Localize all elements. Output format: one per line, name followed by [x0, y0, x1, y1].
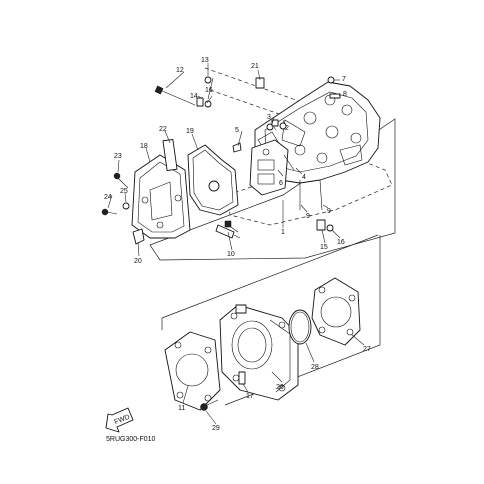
- label-9a: 9: [306, 213, 310, 220]
- label-25: 25: [120, 188, 128, 195]
- label-6: 6: [279, 180, 283, 187]
- cylinder-gasket-front: [164, 331, 221, 411]
- label-23: 23: [114, 153, 122, 160]
- head-cover: [131, 139, 191, 239]
- label-15: 15: [320, 244, 328, 251]
- label-27: 27: [363, 346, 371, 353]
- intake-manifold: [249, 139, 289, 196]
- label-4: 4: [302, 174, 306, 181]
- leader-lines: [107, 63, 365, 425]
- cylinder-gasket-rear: [311, 277, 361, 346]
- label-14: 14: [190, 93, 198, 100]
- label-11: 11: [178, 405, 185, 412]
- label-22: 22: [159, 126, 167, 133]
- label-29: 29: [212, 425, 220, 432]
- label-17: 17: [246, 393, 254, 400]
- label-2: 2: [285, 125, 289, 132]
- label-24: 24: [104, 194, 112, 201]
- fwd-arrow-icon: FWD: [105, 407, 134, 433]
- head-cover-gasket: [187, 144, 239, 216]
- label-3: 3: [267, 114, 271, 121]
- label-8: 8: [343, 91, 347, 98]
- label-12: 12: [176, 67, 184, 74]
- label-21: 21: [251, 63, 259, 70]
- diagram-caption: 5RUG300-F010: [106, 436, 156, 443]
- label-1: 1: [281, 229, 285, 236]
- label-18: 18: [140, 143, 148, 150]
- label-20: 20: [134, 258, 142, 265]
- o-ring: [288, 309, 312, 345]
- spark-plug: [215, 224, 241, 239]
- cylinder-block: [219, 304, 299, 401]
- label-10: 10: [227, 251, 235, 258]
- label-28: 28: [311, 364, 319, 371]
- part-labels: 1 2 3 4 5 6 7 8 9 9 10 11 12 13 14 15 16…: [104, 57, 371, 432]
- label-16a: 16: [205, 87, 213, 94]
- label-7: 7: [342, 76, 346, 83]
- label-13: 13: [201, 57, 209, 64]
- label-9b: 9: [327, 208, 331, 215]
- label-26: 26: [276, 384, 284, 391]
- cover-screws: [101, 172, 145, 245]
- head-fasteners: [154, 76, 341, 233]
- label-5: 5: [235, 127, 239, 134]
- label-19: 19: [186, 128, 194, 135]
- cylinder-fasteners: [200, 371, 246, 411]
- label-16b: 16: [337, 239, 345, 246]
